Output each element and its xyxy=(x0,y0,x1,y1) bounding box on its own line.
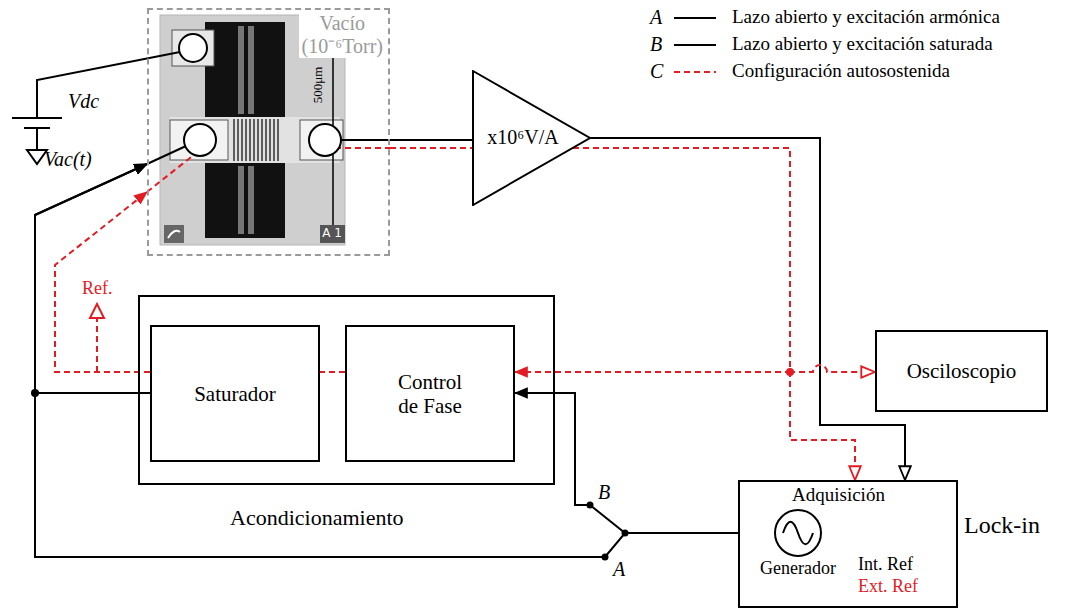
signal-wire xyxy=(35,164,150,393)
legend-key: C xyxy=(650,60,663,83)
signal-wire xyxy=(590,138,905,480)
instrument-box: AdquisiciónInt. RefExt. RefLock-inGenera… xyxy=(738,480,958,608)
signal-name: Vac(t) xyxy=(44,148,92,171)
process-box: Control de Fase xyxy=(345,325,515,462)
node-text: Lock-in xyxy=(964,512,1040,540)
node-text: Control de Fase xyxy=(398,369,462,417)
node-text: x10⁶V/A xyxy=(476,126,570,149)
signal-wire xyxy=(390,139,472,141)
switch-position: A xyxy=(613,558,625,581)
feedback-wire xyxy=(390,147,472,149)
legend-line-sample xyxy=(672,8,718,28)
node-text: Int. Ref xyxy=(858,554,913,575)
signal-name: Vdc xyxy=(68,90,99,113)
dimension: 500μm xyxy=(311,67,326,104)
legend-key: A xyxy=(650,6,662,29)
legend-text: Lazo abierto y excitación saturada xyxy=(732,33,993,55)
amplifier-triangle: x10⁶V/A xyxy=(472,70,592,206)
node-text: Osciloscopio xyxy=(907,359,1017,383)
instrument-box: Osciloscopio xyxy=(875,330,1048,412)
reference-tap xyxy=(90,304,104,372)
signal-name: Ref. xyxy=(82,278,113,299)
feedback-wire xyxy=(320,371,345,373)
generator-symbol: Generador xyxy=(748,508,848,586)
legend-text: Configuración autosostenida xyxy=(732,60,950,82)
node-text: Saturador xyxy=(194,381,276,405)
feedback-wire xyxy=(573,148,875,372)
process-box: Saturador xyxy=(150,325,320,462)
feedback-wire xyxy=(573,148,855,480)
node-text: Ext. Ref xyxy=(858,576,918,597)
chip-wires xyxy=(37,52,390,192)
vacuum-chamber: Vacío (10⁻⁶Torr) xyxy=(147,8,390,256)
conditioning-box: AcondicionamientoSaturadorControl de Fas… xyxy=(138,295,555,485)
sine-source xyxy=(748,508,848,560)
node-text: Acondicionamiento xyxy=(230,505,404,530)
feedback-wire xyxy=(515,148,790,372)
chip-id: A 1 xyxy=(322,227,342,241)
legend-text: Lazo abierto y excitación armónica xyxy=(732,6,1000,28)
feedback-wire xyxy=(55,192,150,372)
switch-position: B xyxy=(598,481,610,504)
node-text: Vacío (10⁻⁶Torr) xyxy=(299,12,386,58)
legend-line-sample xyxy=(672,62,718,82)
legend-line-sample xyxy=(672,35,718,55)
node-text: Adquisición xyxy=(792,484,885,506)
signal-wire xyxy=(35,164,775,557)
node-text: Generador xyxy=(760,558,836,579)
legend-key: B xyxy=(650,33,662,56)
